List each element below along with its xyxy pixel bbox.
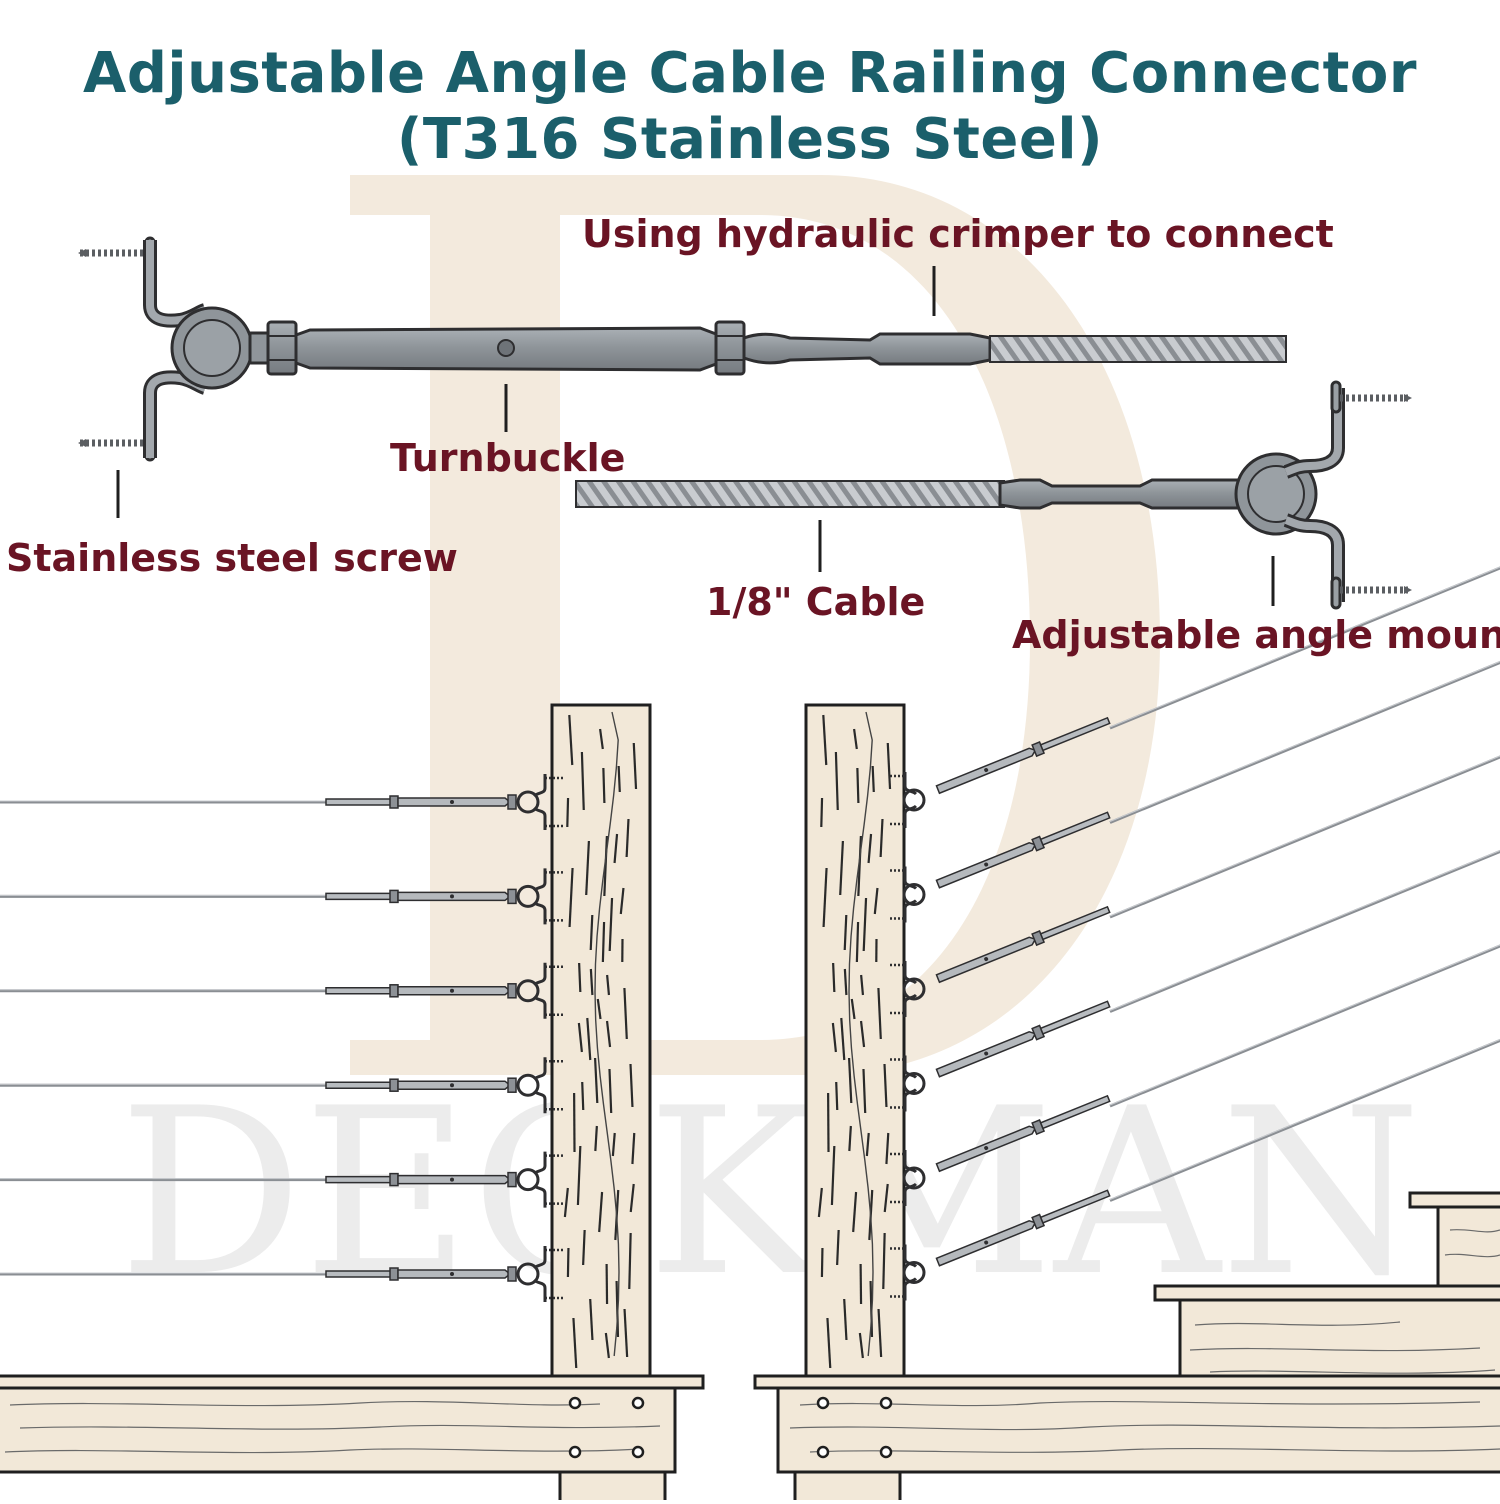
label-adjustable-angle-mount: Adjustable angle mount	[1012, 613, 1500, 657]
deck-cap-right	[755, 1376, 1500, 1388]
wood-post-right	[806, 705, 904, 1377]
label-hydraulic-crimper: Using hydraulic crimper to connect	[582, 212, 1334, 256]
diagram-title-line-1: Adjustable Angle Cable Railing Connector	[0, 42, 1500, 106]
post-base-right	[795, 1472, 900, 1500]
deck	[0, 1376, 1500, 1500]
cable-twisted-bottom	[576, 481, 1004, 507]
post-base-left	[560, 1472, 665, 1500]
diagram-title-line-2: (T316 Stainless Steel)	[0, 108, 1500, 172]
angle-mount-bracket	[150, 240, 205, 321]
screw-bottom-left-icon	[78, 420, 154, 460]
stair-riser-top	[1438, 1207, 1500, 1290]
cable-twisted-top	[990, 336, 1286, 362]
screw-top-left-icon	[78, 238, 154, 278]
deck-cap-left	[0, 1376, 703, 1388]
label-turnbuckle: Turnbuckle	[390, 436, 625, 480]
stair-tread-top	[1410, 1193, 1500, 1207]
turnbuckle-nut-left	[268, 322, 296, 374]
wood-post-left	[552, 705, 650, 1377]
crimp-sleeve	[744, 334, 990, 364]
detail-mount-assembly	[576, 382, 1412, 608]
stair-tread-middle	[1155, 1286, 1500, 1300]
turnbuckle-nut-right	[716, 322, 744, 374]
label-stainless-steel-screw: Stainless steel screw	[6, 536, 458, 580]
label-cable: 1/8" Cable	[706, 580, 925, 624]
